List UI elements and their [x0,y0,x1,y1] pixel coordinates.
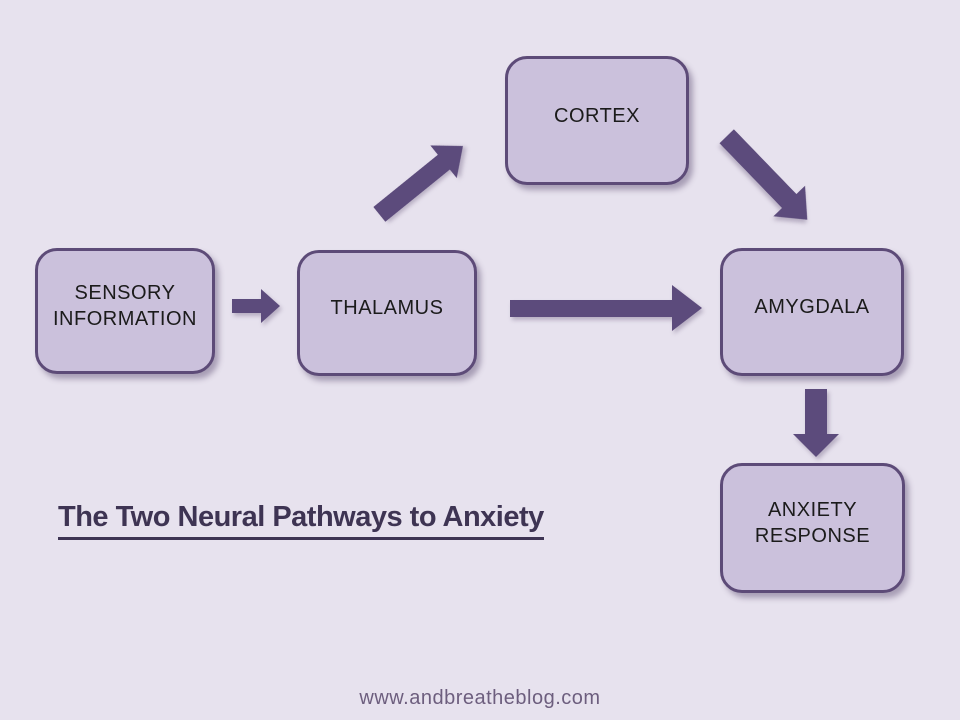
node-anxiety-response: ANXIETY RESPONSE [720,463,905,593]
arrow-up-right-icon [373,145,463,222]
arrow-thalamus-to-cortex [373,145,463,222]
node-cortex-label: CORTEX [554,104,640,127]
node-amygdala-label: AMYGDALA [754,296,870,318]
arrow-right-icon [232,289,280,323]
node-sensory-information: SENSORY INFORMATION [35,248,215,374]
node-amygdala: AMYGDALA [720,248,904,376]
footer-website-url: www.andbreatheblog.com [359,687,601,709]
node-cortex: CORTEX [505,56,689,185]
arrow-thalamus-to-amygdala [510,285,702,331]
arrow-down-icon [793,389,839,457]
arrow-right-icon [510,285,702,331]
arrow-cortex-to-amygdala [719,129,808,220]
arrow-amygdala-to-anxiety [793,389,839,457]
node-thalamus-label: THALAMUS [330,297,444,319]
node-anxiety-response-label: ANXIETY RESPONSE [754,499,871,547]
arrow-sensory-to-thalamus [232,289,280,323]
node-thalamus: THALAMUS [297,250,477,376]
node-sensory-information-label: SENSORY INFORMATION [52,282,197,330]
arrow-down-right-icon [719,129,808,220]
diagram-title: The Two Neural Pathways to Anxiety [58,501,544,540]
